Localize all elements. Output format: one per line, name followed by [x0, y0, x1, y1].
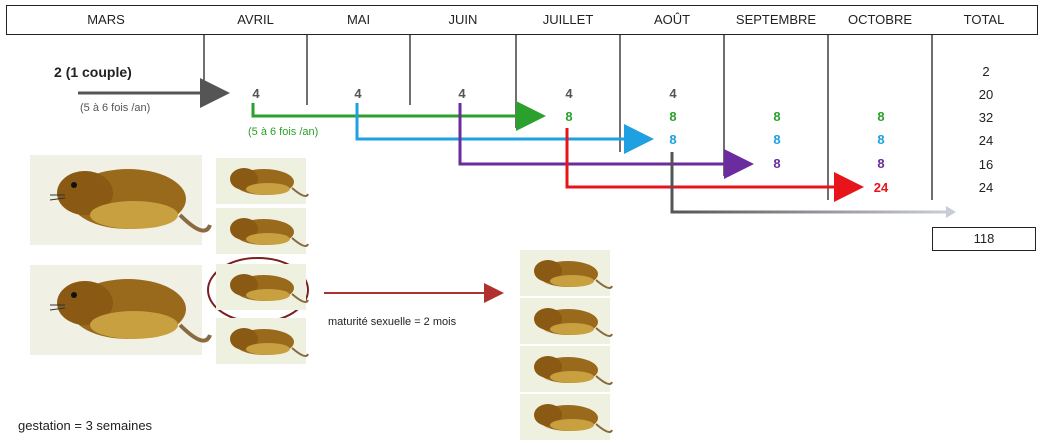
value-green-octobre: 8: [866, 109, 896, 124]
total-6: 24: [966, 180, 1006, 195]
value-mai-4: 4: [343, 86, 373, 101]
value-blue-octobre: 8: [866, 132, 896, 147]
maturity-label: maturité sexuelle = 2 mois: [328, 316, 456, 328]
gray-fade-arrowhead: [946, 206, 956, 218]
gestation-label: gestation = 3 semaines: [18, 418, 152, 433]
blue-arrow: [357, 103, 648, 139]
value-green-aout: 8: [658, 109, 688, 124]
value-blue-aout: 8: [658, 132, 688, 147]
total-3: 32: [966, 110, 1006, 125]
value-blue-septembre: 8: [762, 132, 792, 147]
total-2: 20: [966, 87, 1006, 102]
purple-arrow: [460, 103, 748, 164]
rodent-icons: [30, 155, 612, 440]
value-avril-4: 4: [241, 86, 271, 101]
grand-total-box: 118: [932, 227, 1036, 251]
value-red-octobre: 24: [866, 180, 896, 195]
green-arrow: [253, 103, 540, 116]
grand-total: 118: [974, 231, 995, 246]
total-5: 16: [966, 157, 1006, 172]
total-1: 2: [966, 64, 1006, 79]
start-note: (1 couple): [66, 64, 132, 80]
start-count: 2: [54, 64, 62, 80]
value-green-septembre: 8: [762, 109, 792, 124]
value-purple-septembre: 8: [762, 156, 792, 171]
value-juillet-4: 4: [554, 86, 584, 101]
frequency-note-green: (5 à 6 fois /an): [248, 126, 318, 138]
red-arrow: [567, 128, 858, 187]
gray-fade-arrow: [672, 152, 946, 212]
total-4: 24: [966, 133, 1006, 148]
value-green-juillet: 8: [554, 109, 584, 124]
frequency-note-gray: (5 à 6 fois /an): [80, 102, 150, 114]
value-purple-octobre: 8: [866, 156, 896, 171]
start-label: 2 (1 couple): [54, 64, 132, 80]
value-juin-4: 4: [447, 86, 477, 101]
value-aout-4: 4: [658, 86, 688, 101]
